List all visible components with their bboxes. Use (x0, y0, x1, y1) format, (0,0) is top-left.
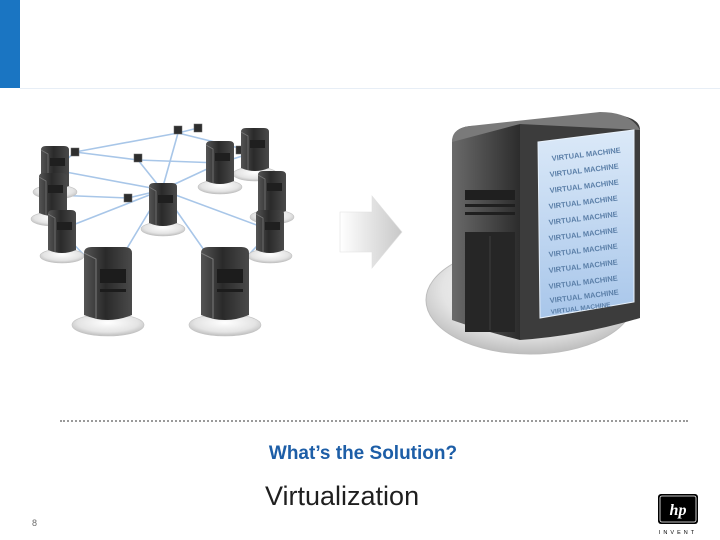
accent-bar (0, 0, 20, 88)
svg-text:hp: hp (670, 502, 687, 519)
page-number: 8 (32, 518, 38, 528)
virtualized-server-icon (425, 112, 640, 355)
arrow-right-icon (339, 195, 403, 269)
dotted-divider (60, 420, 688, 422)
svg-text:INVENT: INVENT (659, 530, 697, 536)
header-divider (20, 88, 720, 89)
slide-question: What’s the Solution? (0, 443, 720, 465)
virtualization-illustration: VIRTUAL MACHINE VIRTUAL MACHINE VIRTUAL … (30, 112, 640, 355)
question-text: What’s the Solution? (268, 443, 458, 464)
slide-answer: Virtualization (265, 481, 420, 511)
hp-logo-icon: hp INVENT (658, 494, 698, 536)
